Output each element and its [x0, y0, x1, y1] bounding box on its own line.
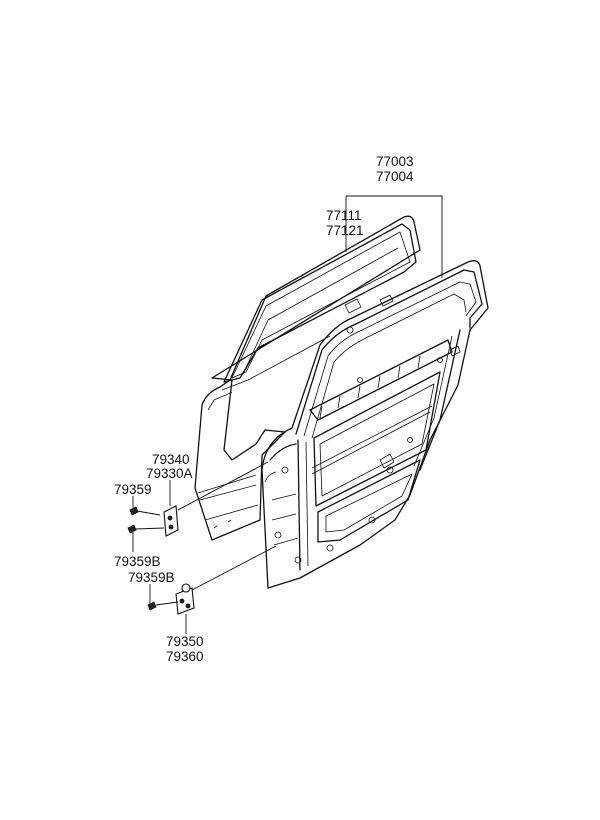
label-77003: 77003 [376, 154, 414, 169]
leader-lower-hinge-to-door [191, 545, 277, 591]
inner-door-frame [261, 260, 489, 589]
label-79340: 79340 [152, 452, 190, 467]
label-77121: 77121 [326, 223, 364, 238]
label-77004: 77004 [376, 169, 414, 184]
label-79330a: 79330A [146, 466, 193, 481]
bolt-79359b-lower [147, 601, 179, 611]
label-79360: 79360 [166, 649, 204, 664]
outer-door-panel [194, 215, 421, 541]
lower-hinge [175, 583, 195, 615]
bolt-79359b-mid [127, 524, 165, 534]
leader-77003 [345, 195, 443, 278]
bolt-79359 [129, 506, 161, 516]
label-79359b-lower: 79359B [128, 570, 175, 585]
label-79359: 79359 [114, 482, 152, 497]
upper-hinge [163, 505, 179, 537]
label-77111: 77111 [326, 208, 362, 223]
label-79359b-mid: 79359B [114, 554, 161, 569]
leader-upper-hinge-to-door [177, 461, 269, 511]
label-79350: 79350 [166, 634, 204, 649]
